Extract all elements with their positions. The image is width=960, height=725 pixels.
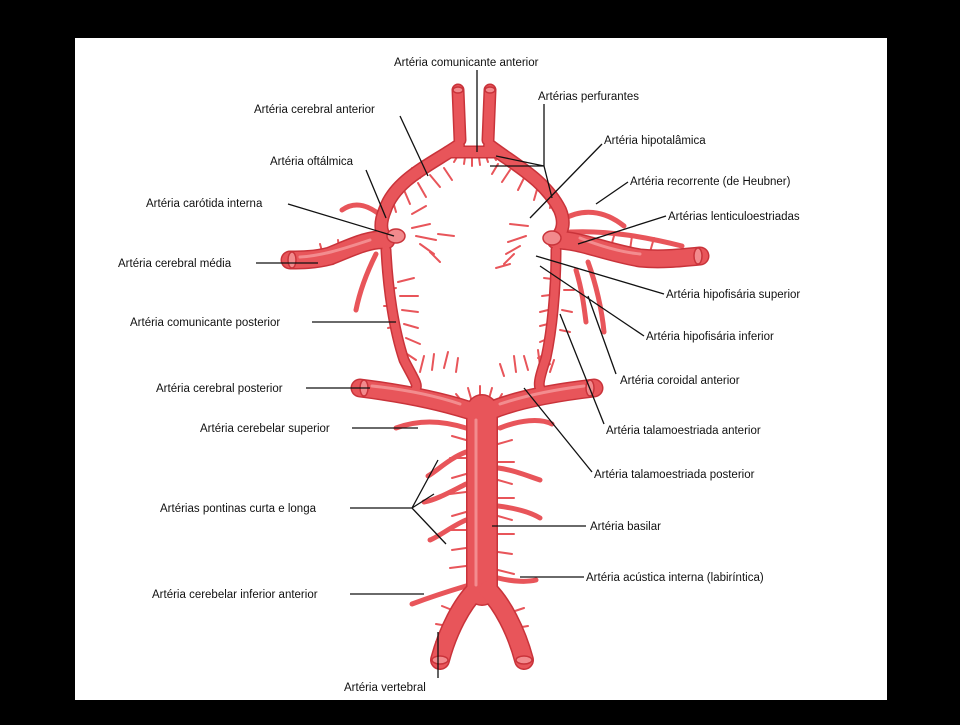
label-pontinas: Artérias pontinas curta e longa [160, 503, 317, 515]
label-perfurantes: Artérias perfurantes [538, 91, 639, 103]
label-cerebelar-superior: Artéria cerebelar superior [200, 423, 330, 435]
leader-lines [256, 70, 667, 678]
label-comunicante-posterior: Artéria comunicante posterior [130, 317, 280, 329]
major-vessels [282, 85, 708, 669]
artery-network [280, 83, 710, 670]
vessel-highlights [298, 236, 642, 587]
label-cerebelar-inferior-anterior: Artéria cerebelar inferior anterior [152, 589, 318, 601]
label-talamoestriada-posterior: Artéria talamoestriada posterior [594, 469, 755, 481]
label-lenticuloestriadas: Artérias lenticuloestriadas [668, 211, 800, 223]
label-coroidal-anterior: Artéria coroidal anterior [620, 375, 740, 387]
label-hipofisaria-superior: Artéria hipofisária superior [666, 289, 800, 301]
label-acustica-interna: Artéria acústica interna (labiríntica) [586, 572, 764, 584]
label-hipofisaria-inferior: Artéria hipofisária inferior [646, 331, 774, 343]
label-oftalmica: Artéria oftálmica [270, 156, 354, 168]
medium-branches [339, 202, 685, 607]
label-hipotalamica: Artéria hipotalâmica [604, 135, 706, 147]
label-cerebral-media: Artéria cerebral média [118, 258, 232, 270]
label-recorrente: Artéria recorrente (de Heubner) [630, 176, 791, 188]
label-vertebral: Artéria vertebral [344, 682, 426, 694]
label-basilar: Artéria basilar [590, 521, 661, 533]
label-talamoestriada-anterior: Artéria talamoestriada anterior [606, 425, 761, 437]
labels: Artéria comunicante anterior Artéria cer… [118, 57, 800, 694]
label-cerebral-posterior: Artéria cerebral posterior [156, 383, 283, 395]
label-comunicante-anterior: Artéria comunicante anterior [394, 57, 539, 69]
label-cerebral-anterior: Artéria cerebral anterior [254, 104, 375, 116]
label-carotida-interna: Artéria carótida interna [146, 198, 263, 210]
